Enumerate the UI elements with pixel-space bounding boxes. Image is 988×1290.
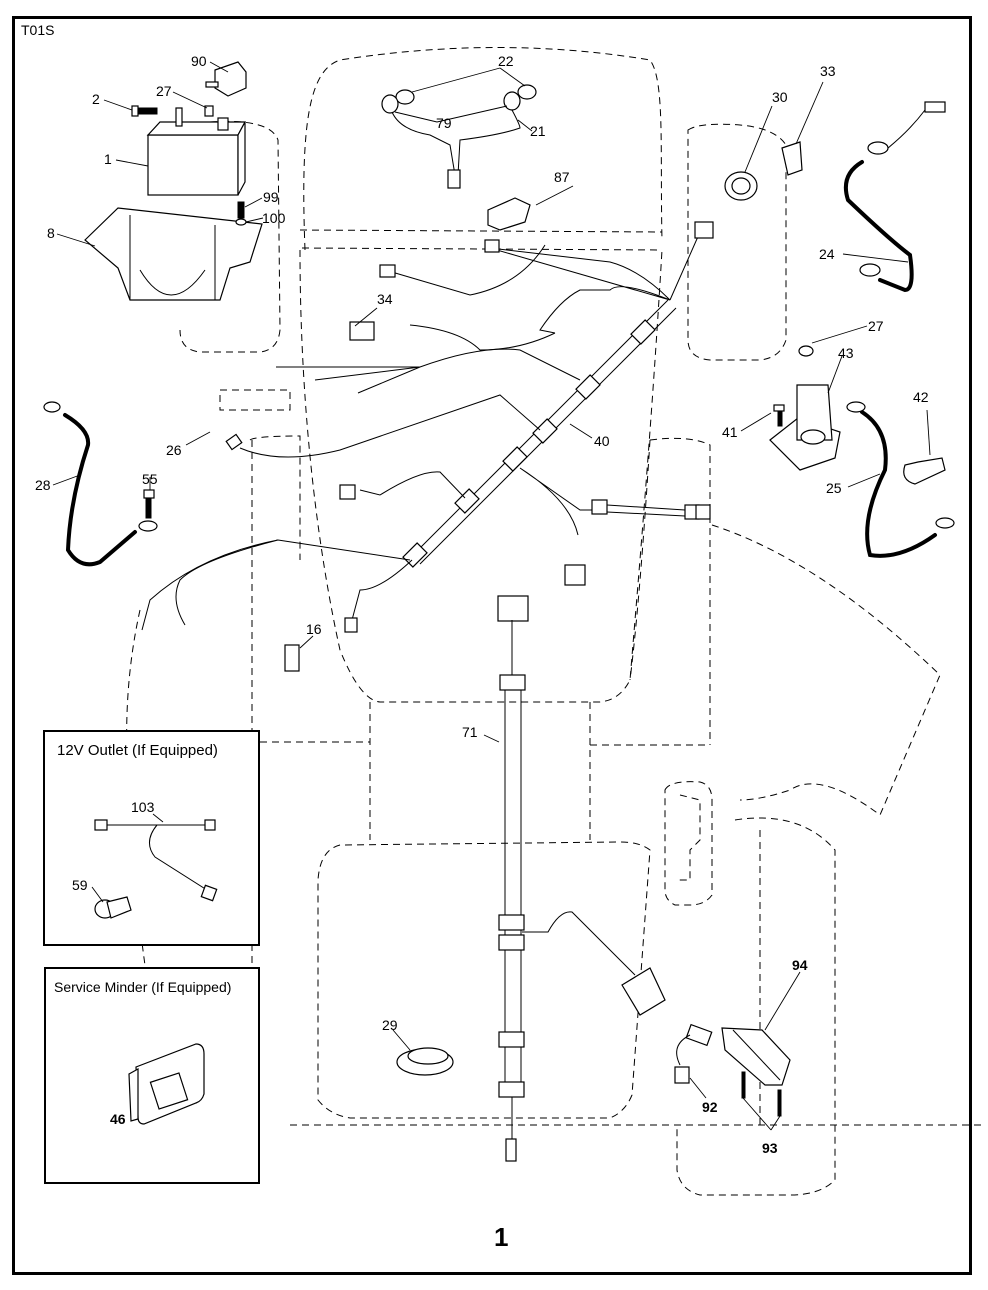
ground-cable-24 (843, 101, 946, 293)
interlock-module-body (781, 141, 803, 176)
seat-switch-body (284, 644, 300, 672)
part-label-79: 79 (436, 115, 452, 131)
part-label-24: 24 (819, 246, 835, 262)
main-harness-40 (141, 221, 714, 633)
diagram-frame (12, 16, 972, 1275)
part-label-87: 87 (554, 169, 570, 185)
part-label-46: 46 (110, 1111, 126, 1127)
battery-body (147, 134, 239, 196)
ignition-switch-group (724, 171, 758, 201)
part-label-22: 22 (498, 53, 514, 69)
relay-body (487, 197, 531, 231)
inset-12v-outlet-title: 12V Outlet (If Equipped) (57, 742, 218, 759)
part-label-42: 42 (913, 389, 929, 405)
outlet-drawing: 103 59 (72, 799, 218, 919)
part-label-40: 40 (594, 433, 610, 449)
grommet-29 (396, 1047, 454, 1076)
terminal-cover (214, 61, 247, 97)
figure-number: 1 (494, 1222, 509, 1252)
part-label-27-solenoid: 27 (868, 318, 884, 334)
part-label-100: 100 (262, 210, 286, 226)
battery-group (84, 61, 263, 301)
inset-service-minder: Service Minder (If Equipped) 46 (44, 967, 260, 1184)
part-label-59: 59 (72, 877, 88, 893)
part-label-55: 55 (142, 471, 158, 487)
part-label-30: 30 (772, 89, 788, 105)
part-label-93: 93 (762, 1140, 778, 1156)
part-label-16: 16 (306, 621, 322, 637)
inset-service-minder-title: Service Minder (If Equipped) (54, 979, 232, 995)
part-label-94: 94 (792, 957, 808, 973)
leader-lines (52, 61, 931, 1131)
service-minder-drawing: 46 (110, 1043, 205, 1127)
part-label-27: 27 (156, 83, 172, 99)
part-label-71: 71 (462, 724, 478, 740)
part-label-33: 33 (820, 63, 836, 79)
rocker-switch-34 (349, 321, 375, 341)
part-label-99: 99 (263, 189, 279, 205)
part-labels: 90 2 27 1 99 100 8 22 79 21 87 30 33 24 … (35, 53, 929, 1156)
rear-harness-71 (497, 595, 666, 1162)
part-label-103: 103 (131, 799, 155, 815)
pto-switch-group (674, 1023, 791, 1117)
solenoid-group (769, 345, 955, 558)
part-label-90: 90 (191, 53, 207, 69)
part-label-26: 26 (166, 442, 182, 458)
part-label-1: 1 (104, 151, 112, 167)
part-label-92: 92 (702, 1099, 718, 1115)
diagram-code: T01S (21, 22, 55, 38)
inset-12v-outlet: 12V Outlet (If Equipped) 103 59 (43, 730, 260, 946)
part-label-29: 29 (382, 1017, 398, 1033)
headlight-group (381, 84, 537, 189)
battery-cable-28 (43, 401, 158, 567)
part-label-28: 28 (35, 477, 51, 493)
part-label-34: 34 (377, 291, 393, 307)
part-label-41: 41 (722, 424, 738, 440)
part-label-8: 8 (47, 225, 55, 241)
tray (84, 207, 263, 301)
part-label-25: 25 (826, 480, 842, 496)
part-label-21: 21 (530, 123, 546, 139)
part-label-43: 43 (838, 345, 854, 361)
part-label-2: 2 (92, 91, 100, 107)
